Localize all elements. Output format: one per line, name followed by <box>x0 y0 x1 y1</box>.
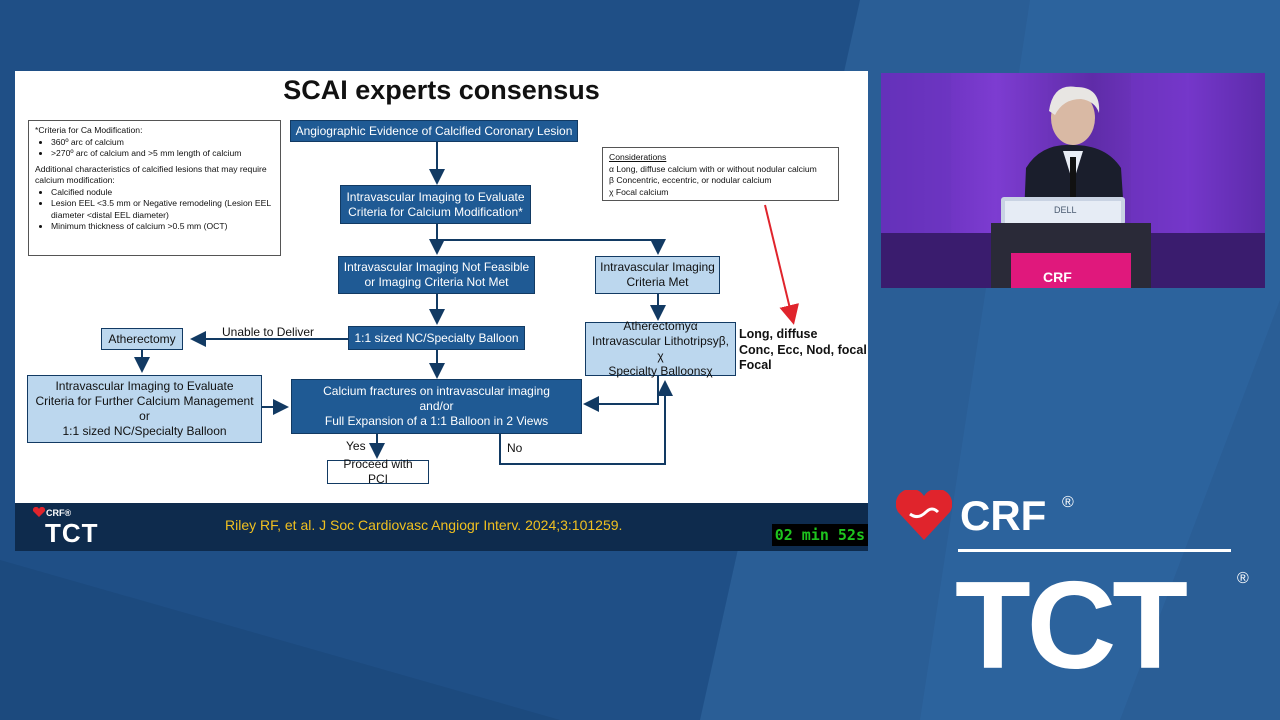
slide-footer: CRF® TCT Riley RF, et al. J Soc Cardiova… <box>15 503 868 551</box>
footer-crf-logo: CRF® <box>46 508 72 518</box>
further-line: 1:1 sized NC/Specialty Balloon <box>62 424 227 438</box>
node-proceed-pci: Proceed with PCI <box>327 457 429 486</box>
node-calcium-fractures: Calcium fractures on intravascular imagi… <box>291 379 582 434</box>
option-atherectomy: Atherectomyα <box>623 319 698 333</box>
podium-logo: CRF <box>1043 269 1072 285</box>
node-balloon: 1:1 sized NC/Specialty Balloon <box>348 326 525 350</box>
considerations-item: β Concentric, eccentric, or nodular calc… <box>609 175 772 185</box>
label-no: No <box>507 441 523 455</box>
considerations-heading: Considerations <box>609 152 667 162</box>
label-unable-to-deliver: Unable to Deliver <box>222 325 315 339</box>
considerations-box: Considerations α Long, diffuse calcium w… <box>602 147 839 201</box>
label-yes: Yes <box>346 439 366 453</box>
node-further-management: Intravascular Imaging to Evaluate Criter… <box>27 375 262 443</box>
fractures-line: and/or <box>419 399 454 413</box>
speaker-video: DELL CRF <box>881 73 1265 288</box>
speaker-scene <box>881 73 1265 288</box>
presentation-slide: SCAI experts consensus * <box>15 71 868 551</box>
further-line: Criteria for Further Calcium Management <box>35 394 254 408</box>
laptop-logo: DELL <box>1054 205 1077 215</box>
footer-tct-logo: TCT <box>45 518 99 548</box>
considerations-item: χ Focal calcium <box>609 186 669 197</box>
side-note-line: Conc, Ecc, Nod, focal <box>739 342 867 357</box>
considerations-item: α Long, diffuse calcium with or without … <box>609 163 817 174</box>
node-angiographic-evidence: Angiographic Evidence of Calcified Coron… <box>290 120 578 142</box>
side-notes: Long, diffuse Conc, Ecc, Nod, focal Foca… <box>739 327 867 374</box>
additional-item: Lesion EEL <3.5 mm or Negative remodelin… <box>51 198 274 221</box>
criteria-item: >270º arc of calcium and >5 mm length of… <box>51 148 274 160</box>
node-imaging-criteria-met: Intravascular Imaging Criteria Met <box>595 256 720 294</box>
criteria-item: 360º arc of calcium <box>51 137 274 149</box>
additional-heading: Additional characteristics of calcified … <box>35 163 267 186</box>
brand-divider <box>958 549 1231 552</box>
timer: 02 min 52s <box>771 524 868 546</box>
brand-crf: CRF <box>960 492 1047 539</box>
criteria-heading: *Criteria for Ca Modification: <box>35 125 143 135</box>
further-line: or <box>139 409 150 423</box>
slide-title: SCAI experts consensus <box>283 75 600 105</box>
brand-tct-registered: ® <box>1237 570 1249 587</box>
flowchart-connectors <box>134 141 799 465</box>
node-ivi-evaluate: Intravascular Imaging to Evaluate Criter… <box>340 185 531 224</box>
option-lithotripsy: Intravascular Lithotripsyβ, χ <box>592 334 729 363</box>
side-note-line: Long, diffuse <box>739 327 818 341</box>
further-line: Intravascular Imaging to Evaluate <box>55 379 234 393</box>
side-note-line: Focal <box>739 358 772 372</box>
brand-crf-registered: ® <box>1062 494 1074 511</box>
heart-logo-icon <box>896 490 952 540</box>
node-calcium-options: Atherectomyα Intravascular Lithotripsyβ,… <box>585 319 736 378</box>
brand-tct: TCT <box>955 557 1188 695</box>
citation: Riley RF, et al. J Soc Cardiovasc Angiog… <box>225 517 623 533</box>
additional-item: Minimum thickness of calcium >0.5 mm (OC… <box>51 221 274 233</box>
heart-icon <box>33 507 45 517</box>
criteria-box: *Criteria for Ca Modification: 360º arc … <box>28 120 281 256</box>
option-specialty-balloons: Specialty Balloonsχ <box>608 364 713 378</box>
fractures-line: Full Expansion of a 1:1 Balloon in 2 Vie… <box>324 414 549 428</box>
node-atherectomy: Atherectomy <box>101 328 183 350</box>
additional-item: Calcified nodule <box>51 187 274 199</box>
node-imaging-not-feasible: Intravascular Imaging Not Feasible or Im… <box>338 256 535 294</box>
fractures-line: Calcium fractures on intravascular imagi… <box>323 384 550 398</box>
